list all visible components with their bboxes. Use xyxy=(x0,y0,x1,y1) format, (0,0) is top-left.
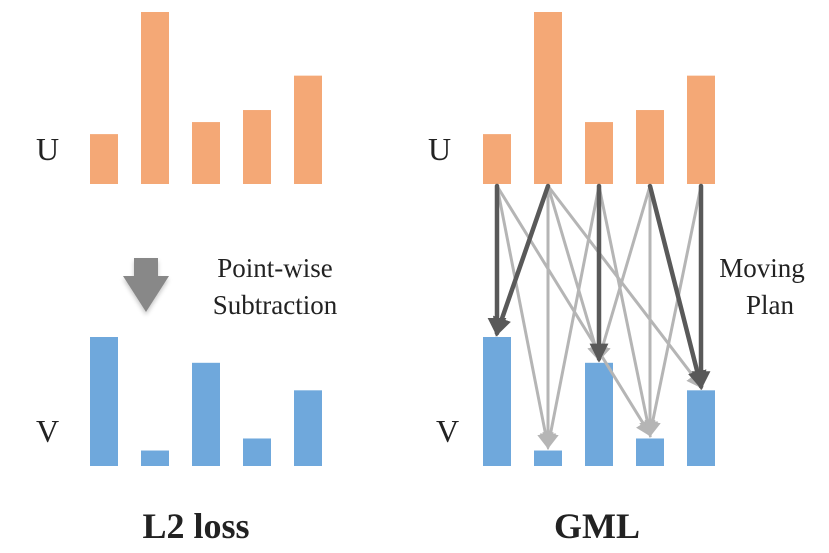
moving-plan-strong-arrows xyxy=(487,183,711,391)
plan-arrow-u2-v3 xyxy=(546,184,604,362)
l2-u-bar-3 xyxy=(192,122,220,184)
l2-annotation-line-2: Subtraction xyxy=(213,290,338,320)
gml-u-bar-2 xyxy=(534,12,562,184)
l2-u-bar-5 xyxy=(294,75,322,184)
l2-v-bar-3 xyxy=(192,362,220,466)
panel-l2-loss: U Point-wise Subtraction V L2 loss xyxy=(10,12,340,546)
l2-u-bar-2 xyxy=(141,12,169,184)
gml-v-bar-3 xyxy=(585,362,613,466)
plan-arrow-u4-v5 xyxy=(647,183,707,390)
gml-annotation-line-1: Moving xyxy=(719,253,805,283)
gml-v-bar-2 xyxy=(534,450,562,466)
gml-v-bar-4 xyxy=(636,438,664,466)
gml-v-bar-1 xyxy=(483,337,511,466)
moving-plan-light-arrows xyxy=(495,184,704,450)
l2-v-label: V xyxy=(36,413,59,449)
l2-v-bars xyxy=(90,337,322,466)
plan-arrow-u2-v5 xyxy=(546,184,704,389)
gml-annotation-line-2: Plan xyxy=(746,290,795,320)
gml-u-bar-4 xyxy=(636,110,664,184)
l2-u-bar-4 xyxy=(243,110,271,184)
plan-arrow-u5-v4 xyxy=(644,184,703,438)
panel-gml: U V Moving Plan GML xyxy=(400,12,805,546)
gml-u-label: U xyxy=(428,131,451,167)
plan-arrow-u1-v2 xyxy=(495,184,554,450)
plan-arrow-u3-v2 xyxy=(542,184,601,450)
l2-u-bars xyxy=(90,12,322,184)
l2-v-bar-1 xyxy=(90,337,118,466)
gml-u-bars xyxy=(483,12,715,184)
gml-u-bar-5 xyxy=(687,75,715,184)
gml-v-label: V xyxy=(436,413,459,449)
plan-arrow-u4-v3 xyxy=(594,184,652,362)
gml-v-bar-5 xyxy=(687,390,715,466)
down-arrow-icon xyxy=(123,258,169,312)
plan-arrow-u3-v4 xyxy=(597,184,656,438)
l2-v-bar-4 xyxy=(243,438,271,466)
gml-v-bars xyxy=(483,337,715,466)
gml-u-bar-1 xyxy=(483,134,511,184)
l2-v-bar-5 xyxy=(294,390,322,466)
plan-arrow-u2-v1 xyxy=(493,183,551,337)
l2-panel-title: L2 loss xyxy=(142,506,249,546)
l2-u-label: U xyxy=(36,131,59,167)
gml-panel-title: GML xyxy=(554,506,640,546)
gml-u-bar-3 xyxy=(585,122,613,184)
l2-annotation-line-1: Point-wise xyxy=(217,253,333,283)
l2-v-bar-2 xyxy=(141,450,169,466)
l2-u-bar-1 xyxy=(90,134,118,184)
